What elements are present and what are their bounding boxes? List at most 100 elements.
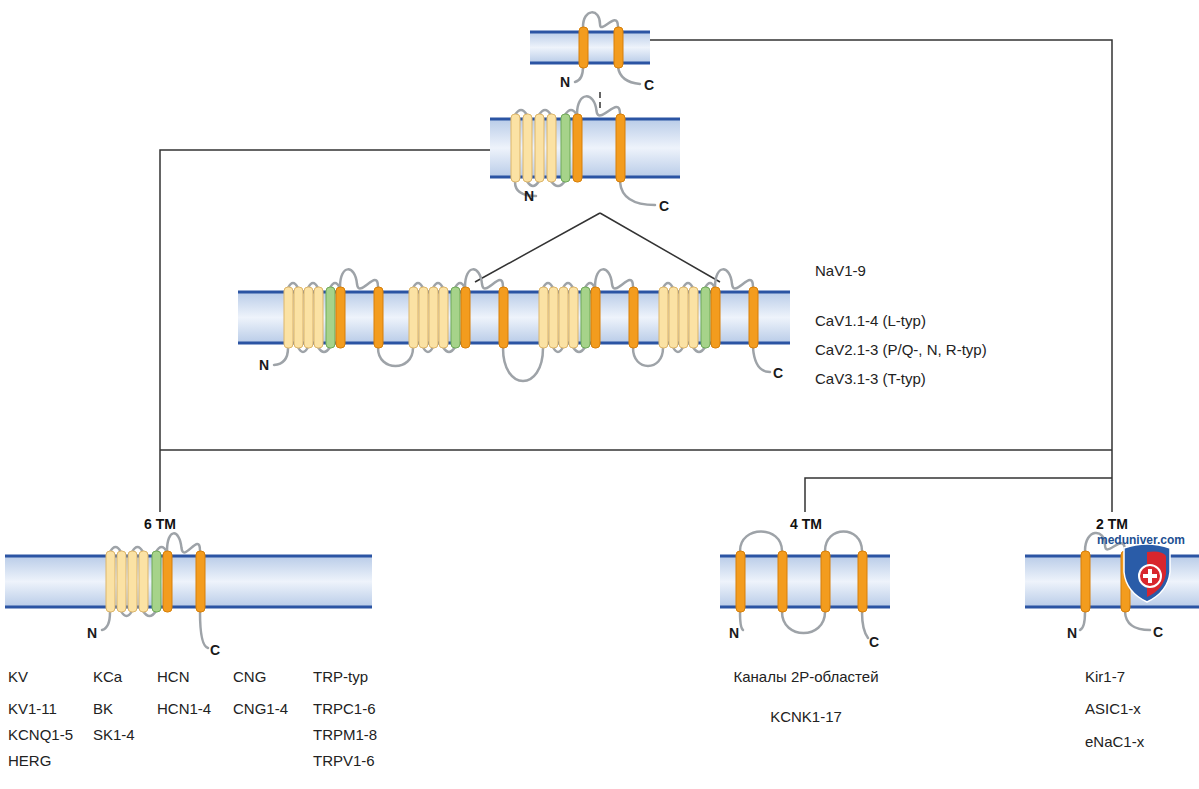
helix: [429, 287, 438, 348]
column-label: KCNQ1-5: [8, 726, 73, 744]
gene-family: CaV2.1-3 (P/Q-, N, R-typ): [815, 341, 987, 359]
column-label: TRPV1-6: [313, 752, 375, 770]
column-label: SK1-4: [93, 726, 135, 744]
helix: [559, 287, 568, 348]
loop: [862, 612, 868, 638]
term-label: C: [644, 76, 654, 94]
helix: [439, 287, 448, 348]
loop: [503, 348, 543, 381]
helix: [549, 287, 558, 348]
term-label: C: [659, 197, 669, 215]
tree-line: [805, 478, 1112, 512]
helix: [304, 287, 313, 348]
column-label: KCNK1-17: [770, 708, 842, 726]
term-label: N: [1067, 624, 1077, 642]
shield-logo: [1124, 544, 1170, 602]
helix: [616, 114, 625, 182]
helix: [659, 287, 668, 348]
term-label: C: [773, 364, 783, 382]
band-heading: 6 TM: [144, 516, 176, 532]
helix: [314, 287, 323, 348]
loop: [620, 182, 655, 205]
column-label: HCN1-4: [157, 700, 211, 718]
term-label: N: [524, 187, 534, 205]
helix: [778, 551, 787, 612]
tree-line: [650, 40, 1112, 512]
helix: [701, 287, 710, 348]
loop: [715, 269, 753, 288]
helix: [858, 551, 867, 612]
column-label: KV1-11: [8, 700, 57, 718]
loop: [583, 12, 618, 27]
cross-disc: [1139, 565, 1161, 587]
channel-art: [5, 12, 1199, 648]
loop: [1125, 612, 1150, 630]
helix: [711, 287, 720, 348]
helix: [561, 114, 570, 182]
helix: [163, 551, 172, 612]
topology-band: 6 TM: [5, 516, 372, 611]
column-label: Kir1-7: [1085, 668, 1125, 686]
column-label: TRPM1-8: [313, 726, 377, 744]
helix: [326, 287, 335, 348]
helix: [569, 287, 578, 348]
loop: [633, 348, 663, 366]
term-label: C: [869, 633, 879, 651]
term-label: N: [259, 356, 269, 374]
helix: [196, 551, 205, 612]
helix: [409, 287, 418, 348]
column-label: BK: [93, 700, 113, 718]
column-label: TRPC1-6: [313, 700, 376, 718]
membrane-edge: [1025, 556, 1199, 607]
gene-family: CaV1.1-4 (L-typ): [815, 312, 926, 330]
helix: [581, 287, 590, 348]
membrane-band: [1025, 556, 1199, 607]
band-heading: 2 TM: [1096, 516, 1128, 532]
loop: [577, 96, 620, 115]
term-label: N: [729, 624, 739, 642]
helix: [117, 551, 126, 612]
topology-band: 4 TM: [720, 516, 890, 611]
helix: [284, 287, 293, 348]
helix: [573, 114, 582, 182]
helix: [128, 551, 137, 612]
helix: [535, 114, 544, 182]
loop: [595, 269, 633, 288]
helix: [736, 551, 745, 612]
loop: [825, 532, 862, 552]
column-label: eNaC1-x: [1085, 733, 1144, 751]
tree-line: [599, 92, 601, 110]
helix: [139, 551, 148, 612]
column-label: HERG: [8, 752, 51, 770]
column-label: CNG1-4: [233, 700, 288, 718]
helix: [523, 114, 532, 182]
loop: [740, 532, 782, 552]
helix: [547, 114, 556, 182]
helix: [749, 287, 758, 348]
helix: [336, 287, 345, 348]
helix: [499, 287, 508, 348]
loop: [102, 612, 110, 630]
loop: [167, 533, 200, 552]
column-label: CNG: [233, 668, 266, 686]
helix: [294, 287, 303, 348]
loop: [753, 348, 770, 372]
loop: [274, 348, 288, 365]
shield: [1124, 544, 1170, 602]
helix: [629, 287, 638, 348]
loop: [575, 67, 583, 82]
band-heading: 4 TM: [790, 516, 822, 532]
loop: [1080, 612, 1085, 630]
helix: [679, 287, 688, 348]
tree-lines: [160, 40, 1112, 512]
membrane-band: [530, 32, 650, 63]
helix: [1081, 551, 1090, 612]
helix: [419, 287, 428, 348]
helix: [106, 551, 115, 612]
loop: [465, 269, 503, 288]
helix: [461, 287, 470, 348]
term-label: C: [210, 641, 220, 659]
loop: [340, 269, 378, 288]
loop: [740, 612, 743, 630]
